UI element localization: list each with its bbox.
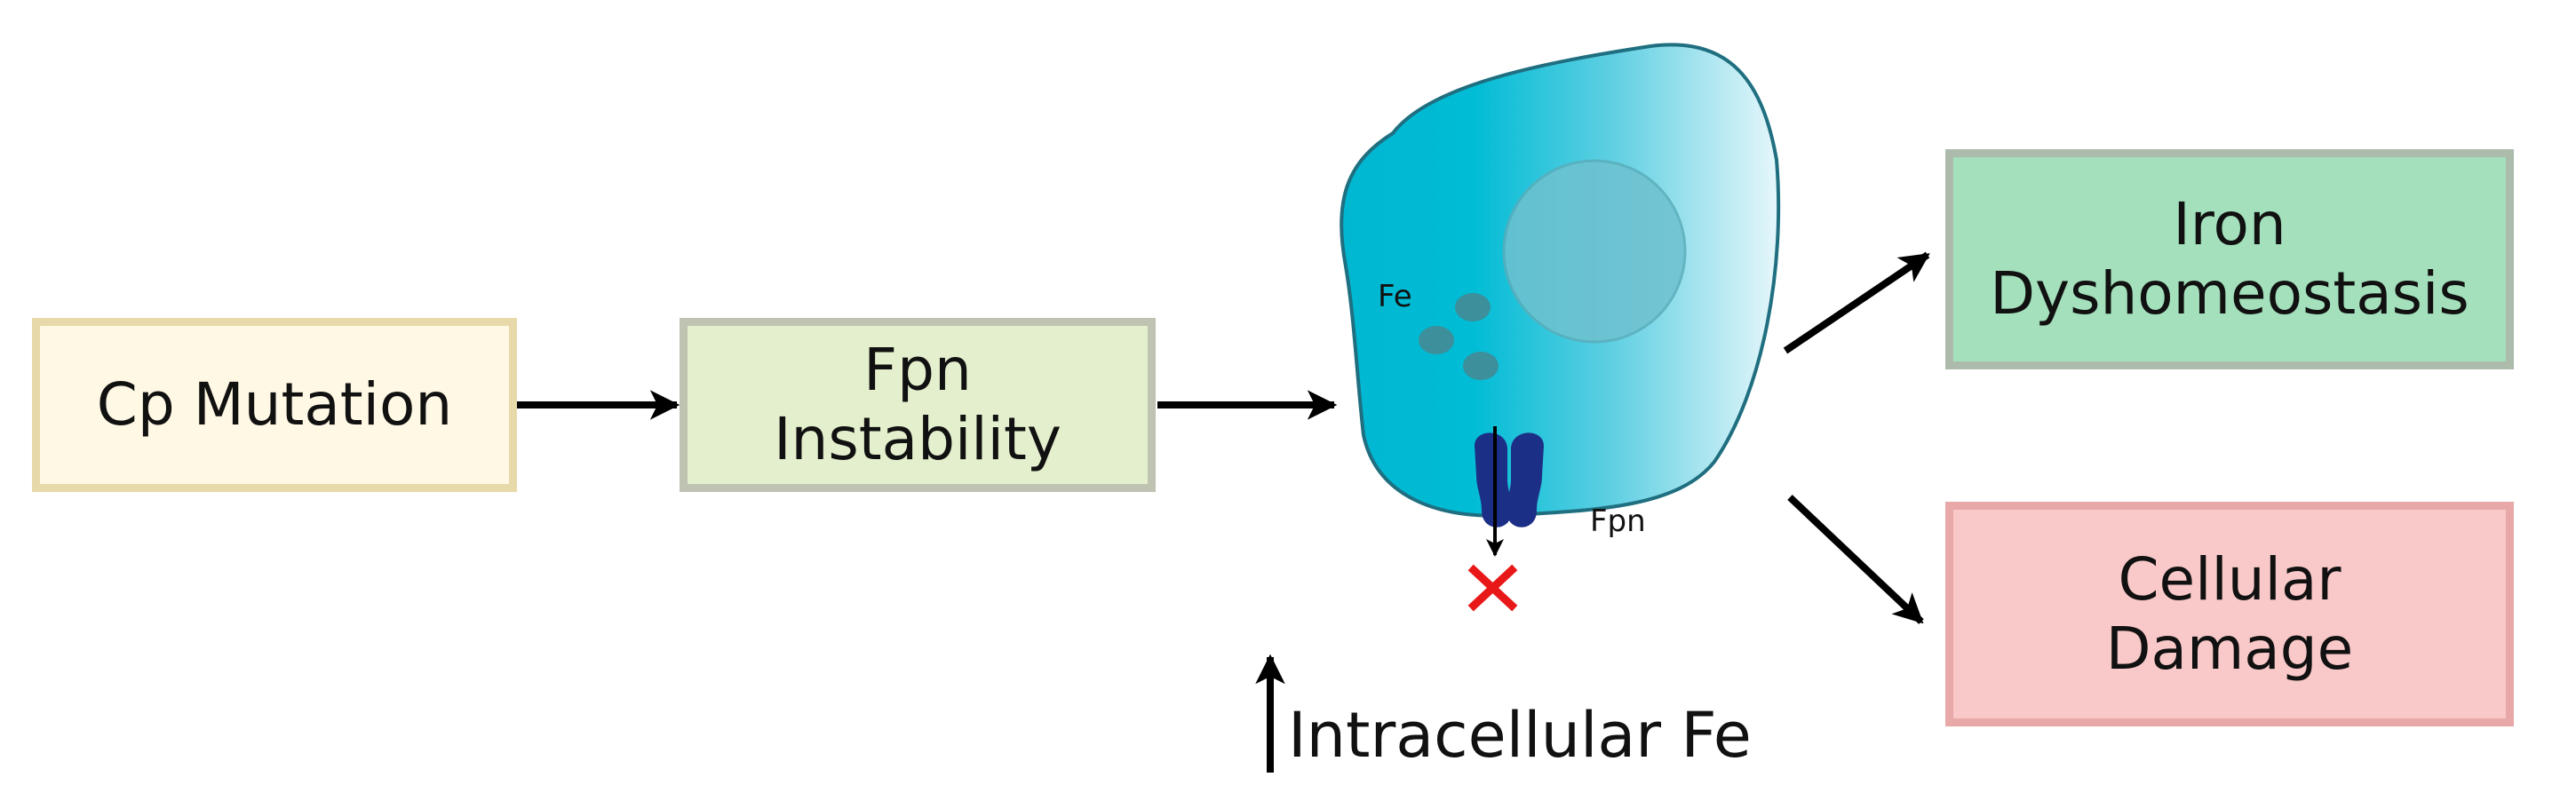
cp-mutation-label: Cp Mutation <box>96 370 453 440</box>
iron-granule <box>1419 326 1454 354</box>
blocked-x-icon <box>1467 564 1518 612</box>
fpn-transporter-label: Fpn <box>1590 504 1646 539</box>
fpn-instability-box: Fpn Instability <box>680 318 1156 492</box>
iron-dyshomeostasis-label-line1: Iron <box>2173 190 2286 259</box>
iron-granule <box>1463 352 1499 380</box>
fpn-instability-label-line1: Fpn <box>863 336 972 405</box>
iron-granule <box>1455 293 1491 321</box>
nucleus <box>1502 159 1687 344</box>
iron-dyshomeostasis-box: Iron Dyshomeostasis <box>1945 149 2514 369</box>
arrow-cell-to-iron <box>1783 251 1930 354</box>
intracellular-fe-label: Intracellular Fe <box>1288 699 1752 772</box>
cp-mutation-box: Cp Mutation <box>32 318 517 492</box>
cellular-damage-label-line1: Cellular <box>2118 544 2341 614</box>
fpn-instability-label-line2: Instability <box>774 405 1061 473</box>
cellular-damage-label-line2: Damage <box>2105 614 2354 683</box>
iron-dyshomeostasis-label-line2: Dyshomeostasis <box>1990 259 2469 328</box>
fe-label: Fe <box>1378 279 1412 314</box>
arrow-cell-to-damage <box>1787 495 1924 624</box>
cellular-damage-box: Cellular Damage <box>1945 502 2514 726</box>
